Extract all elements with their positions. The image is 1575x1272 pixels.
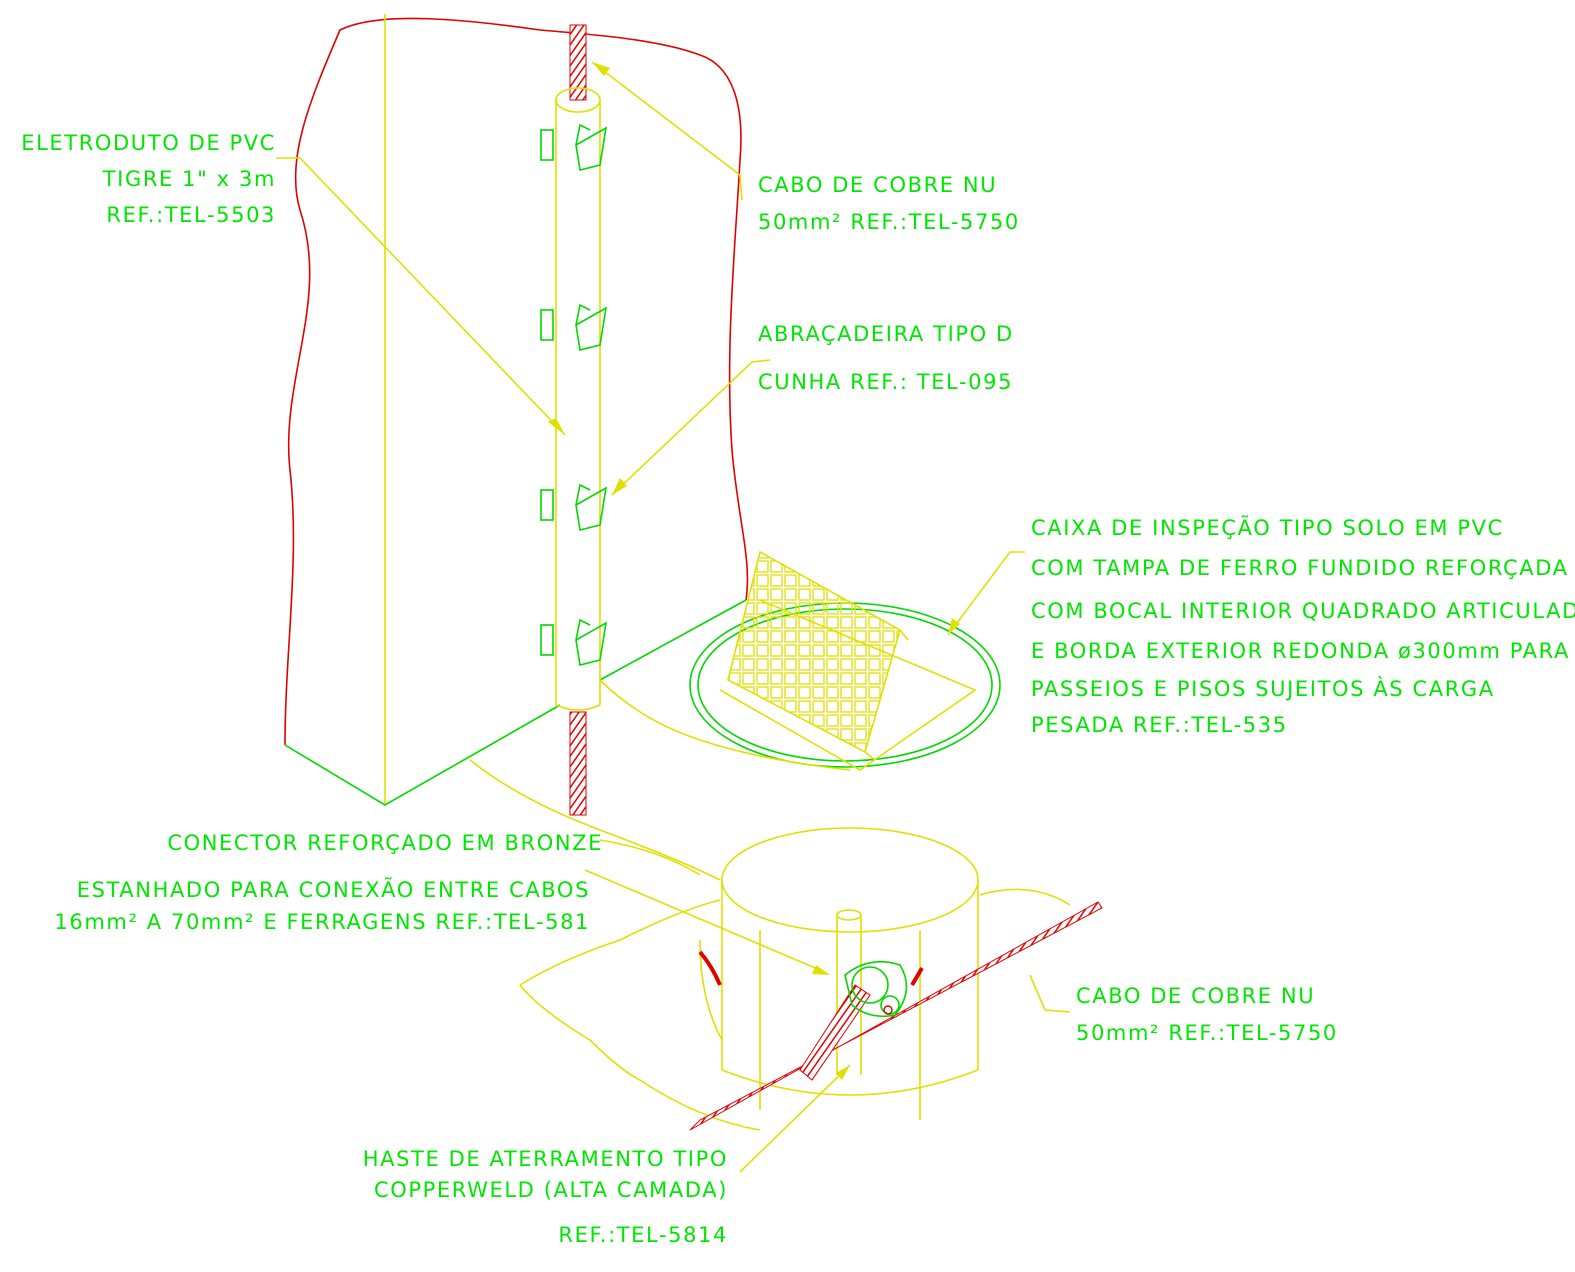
- conector-line-3: 16mm² A 70mm² E FERRAGENS REF.:TEL-581: [54, 910, 590, 934]
- eletroduto-line-1: ELETRODUTO DE PVC: [21, 131, 276, 155]
- connector-bolt: [883, 1005, 893, 1015]
- arrow-eletroduto: [548, 418, 565, 435]
- cable-cut-left: [698, 950, 722, 986]
- clamp-2: [540, 303, 608, 351]
- ground-pit: [469, 759, 1071, 1131]
- ground-contour-5: [979, 888, 1071, 906]
- caixa-line-1: CAIXA DE INSPEÇÃO TIPO SOLO EM PVC: [1031, 514, 1504, 540]
- cabo-top-line-2: 50mm² REF.:TEL-5750: [758, 210, 1020, 234]
- arrow-caixa: [948, 618, 960, 635]
- leaders: [276, 61, 1071, 1173]
- connector-body: [851, 966, 889, 1004]
- cabo-bottom-line-2: 50mm² REF.:TEL-5750: [1076, 1021, 1338, 1045]
- cabo-top-line-1: CABO DE COBRE NU: [758, 173, 997, 197]
- cable-top-segment: [569, 24, 587, 101]
- caixa-line-2: COM TAMPA DE FERRO FUNDIDO REFORÇADA: [1031, 556, 1569, 580]
- wall: [284, 14, 749, 806]
- cable-horizontal: [689, 901, 1103, 1131]
- label-cabo-bottom: CABO DE COBRE NU 50mm² REF.:TEL-5750: [1076, 984, 1338, 1045]
- leader-conector: [584, 869, 821, 971]
- wall-base-right: [599, 599, 747, 681]
- box-grated-lid: [727, 550, 901, 754]
- cabo-bottom-line-1: CABO DE COBRE NU: [1076, 984, 1315, 1008]
- pit-top-ellipse: [721, 827, 979, 933]
- leader-conector-curve: [599, 839, 701, 876]
- cable-cut-right: [910, 967, 924, 987]
- clamp-1: [540, 123, 608, 171]
- cable-diagonal: [799, 984, 871, 1081]
- conduit-bottom: [555, 704, 601, 711]
- clamp-3: [540, 483, 608, 531]
- eletroduto-line-3: REF.:TEL-5503: [106, 203, 276, 227]
- caixa-line-5: PASSEIOS E PISOS SUJEITOS ÀS CARGA: [1031, 676, 1495, 701]
- label-haste: HASTE DE ATERRAMENTO TIPO COPPERWELD (AL…: [363, 1147, 728, 1247]
- bronze-connector: [844, 960, 908, 1018]
- rod-top: [836, 909, 862, 921]
- pit-cables: [689, 901, 1103, 1131]
- leader-cabo-top: [591, 61, 743, 201]
- eletroduto-line-2: TIGRE 1" x 3m: [102, 167, 276, 191]
- inspection-box: [599, 550, 1001, 771]
- ground-contour-2: [469, 759, 721, 881]
- lid-edge: [899, 629, 909, 641]
- lid-edge-bottom: [864, 751, 876, 761]
- pit-bottom: [721, 1069, 979, 1096]
- arrow-cabo-top: [592, 62, 610, 76]
- arrow-haste: [836, 1065, 850, 1080]
- clamp-4: [540, 618, 608, 666]
- clamps: [540, 123, 608, 666]
- label-abracadeira: ABRAÇADEIRA TIPO D CUNHA REF.: TEL-095: [758, 322, 1014, 394]
- leader-cabo-bottom: [1029, 974, 1071, 1013]
- pvc-conduit: [555, 24, 601, 816]
- label-conector: CONECTOR REFORÇADO EM BRONZE ESTANHADO P…: [54, 831, 603, 934]
- wall-base-left: [284, 704, 561, 806]
- connector-clamp: [844, 960, 908, 1018]
- arrow-conector: [812, 965, 830, 975]
- caixa-line-3: COM BOCAL INTERIOR QUADRADO ARTICULADO: [1031, 599, 1575, 623]
- label-caixa: CAIXA DE INSPEÇÃO TIPO SOLO EM PVC COM T…: [1031, 514, 1575, 737]
- caixa-line-6: PESADA REF.:TEL-535: [1031, 713, 1288, 737]
- abracadeira-line-2: CUNHA REF.: TEL-095: [758, 370, 1013, 394]
- ground-contour-1: [599, 679, 851, 771]
- haste-line-3: REF.:TEL-5814: [558, 1223, 728, 1247]
- wall-red-outline: [284, 17, 749, 746]
- arrow-abracadeira: [612, 478, 627, 495]
- haste-line-1: HASTE DE ATERRAMENTO TIPO: [363, 1147, 728, 1171]
- ground-contour-3: [519, 899, 721, 986]
- caixa-line-4: E BORDA EXTERIOR REDONDA ø300mm PARA: [1031, 639, 1570, 663]
- leader-haste: [739, 1064, 851, 1173]
- leader-caixa: [947, 551, 1025, 636]
- label-cabo-top: CABO DE COBRE NU 50mm² REF.:TEL-5750: [758, 173, 1020, 234]
- leader-abracadeira: [611, 359, 771, 496]
- cable-lower-segment: [569, 711, 587, 816]
- label-eletroduto: ELETRODUTO DE PVC TIGRE 1" x 3m REF.:TEL…: [21, 131, 276, 227]
- leader-eletroduto: [276, 157, 566, 436]
- conector-line-1: CONECTOR REFORÇADO EM BRONZE: [167, 831, 603, 855]
- haste-line-2: COPPERWELD (ALTA CAMADA): [374, 1178, 728, 1202]
- conector-line-2: ESTANHADO PARA CONEXÃO ENTRE CABOS: [77, 876, 590, 902]
- abracadeira-line-1: ABRAÇADEIRA TIPO D: [758, 322, 1014, 346]
